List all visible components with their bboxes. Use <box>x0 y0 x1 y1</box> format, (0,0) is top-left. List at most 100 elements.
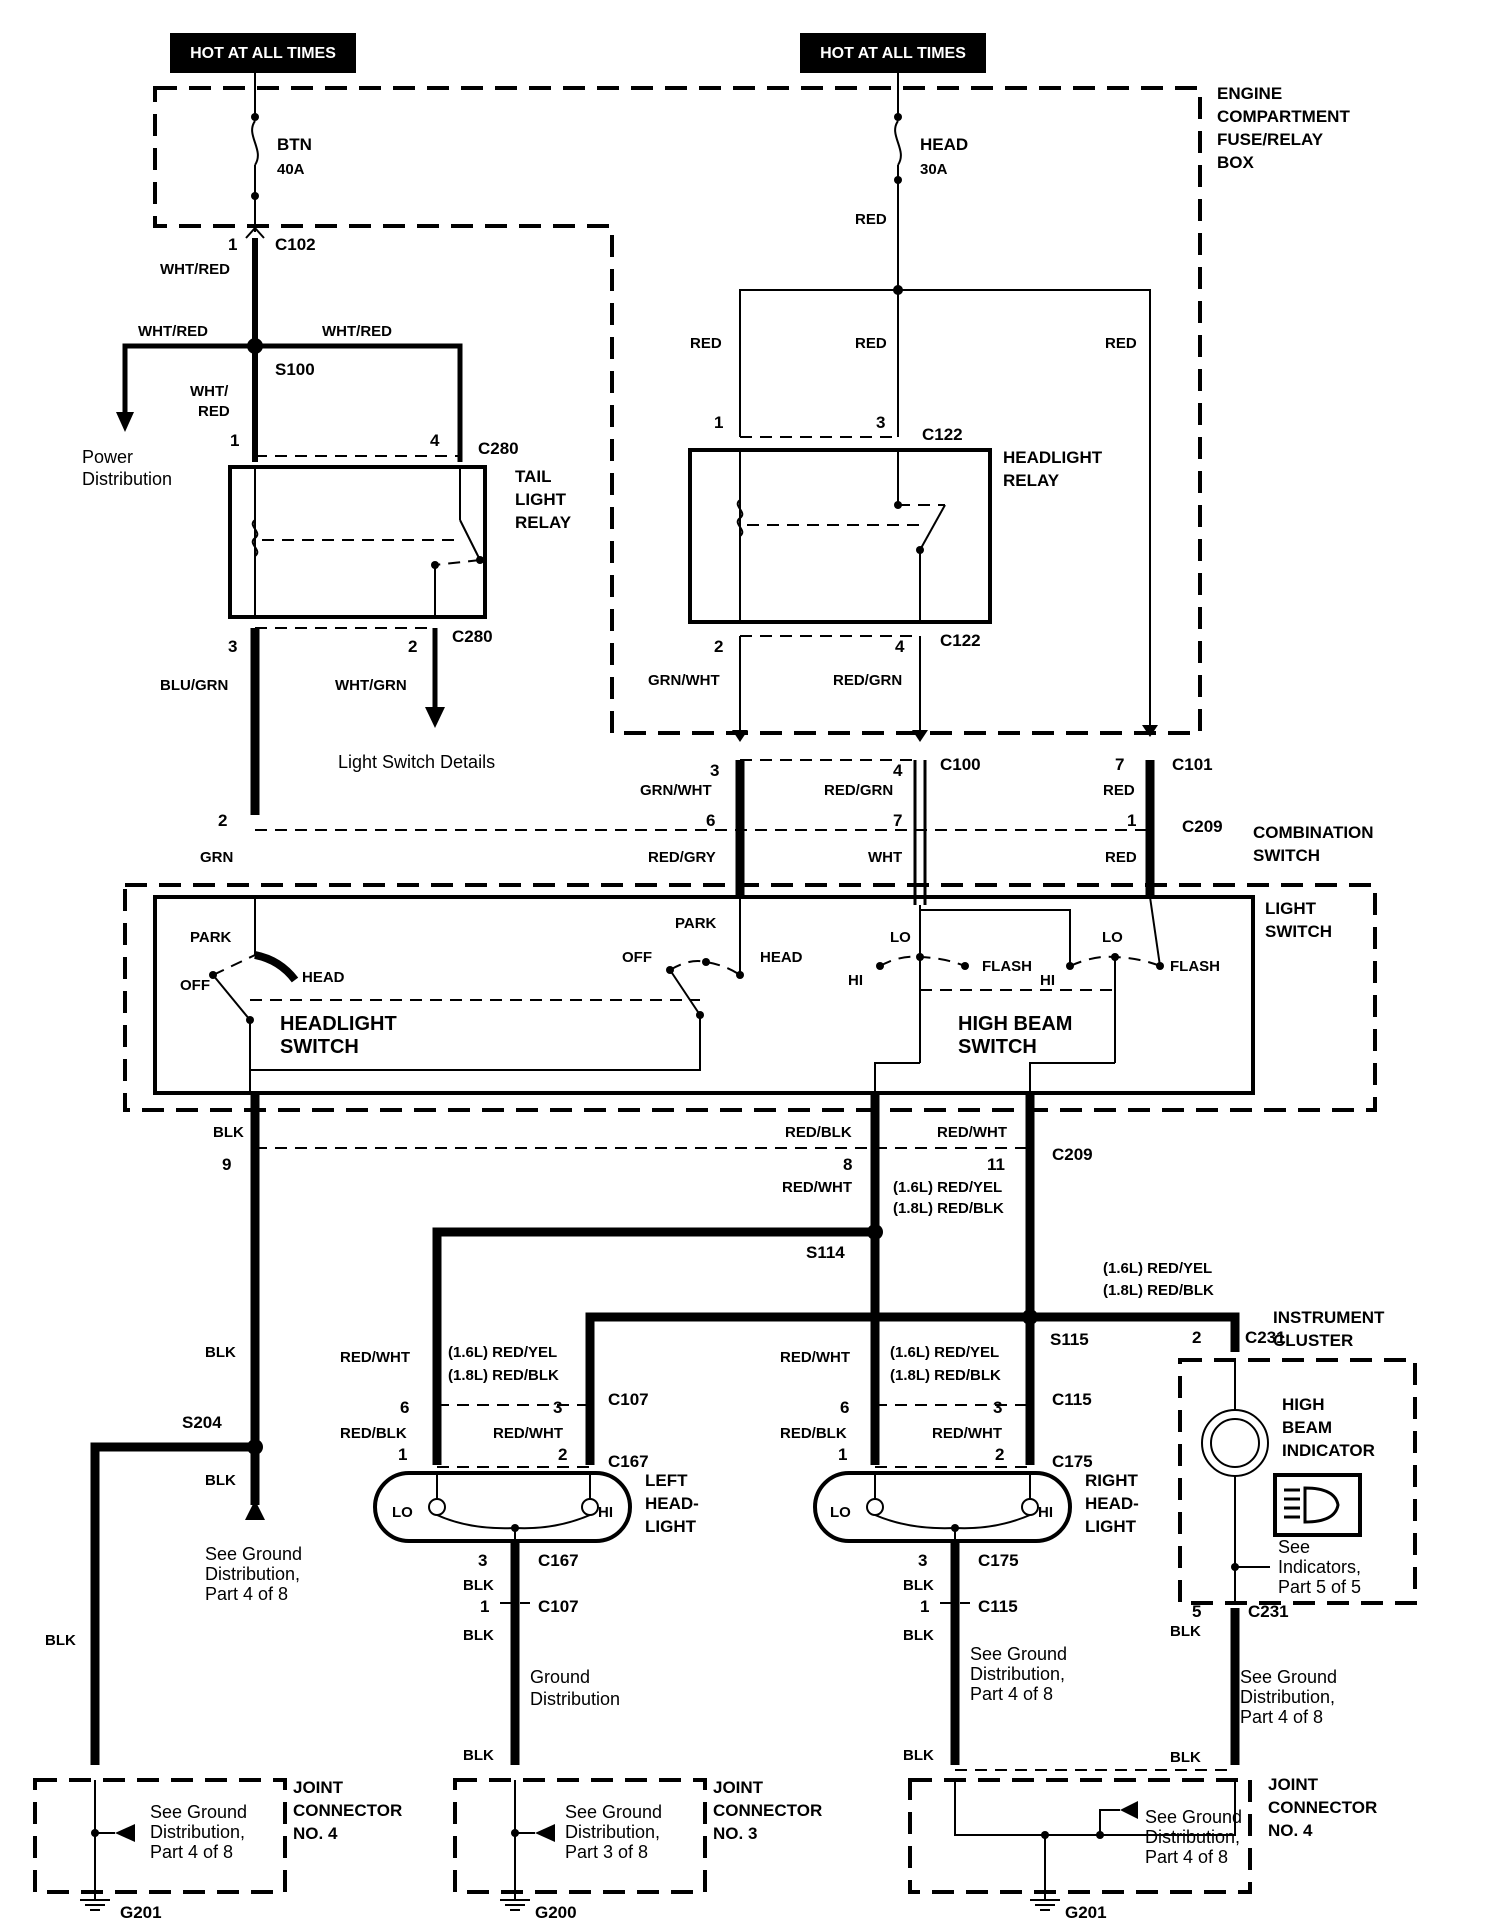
svg-text:WHT/RED: WHT/RED <box>138 323 208 340</box>
svg-text:11: 11 <box>987 1155 1005 1174</box>
svg-text:LIGHT: LIGHT <box>515 490 567 509</box>
svg-text:C231: C231 <box>1248 1602 1289 1621</box>
svg-text:S115: S115 <box>1050 1330 1089 1349</box>
svg-text:2: 2 <box>408 637 417 656</box>
svg-text:Part 4 of 8: Part 4 of 8 <box>1145 1847 1228 1867</box>
svg-text:RED: RED <box>855 335 887 352</box>
svg-text:HEADLIGHT: HEADLIGHT <box>280 1013 397 1035</box>
svg-text:RIGHT: RIGHT <box>1085 1471 1139 1490</box>
svg-text:(1.6L) RED/YEL: (1.6L) RED/YEL <box>893 1179 1002 1196</box>
svg-text:C107: C107 <box>538 1597 579 1616</box>
svg-text:HIGH: HIGH <box>1282 1395 1325 1414</box>
ground-g200: G200 <box>500 1899 577 1918</box>
svg-text:G200: G200 <box>535 1903 577 1918</box>
svg-text:WHT/RED: WHT/RED <box>322 323 392 340</box>
svg-text:FUSE/RELAY: FUSE/RELAY <box>1217 130 1324 149</box>
svg-text:C209: C209 <box>1052 1145 1093 1164</box>
svg-text:WHT/: WHT/ <box>190 383 229 400</box>
svg-text:Part 4 of 8: Part 4 of 8 <box>1240 1707 1323 1727</box>
svg-text:BLK: BLK <box>903 1577 934 1594</box>
svg-text:Distribution: Distribution <box>530 1689 620 1709</box>
connector-c102: 1 C102 <box>228 226 316 254</box>
svg-text:2: 2 <box>714 637 723 656</box>
svg-text:BEAM: BEAM <box>1282 1418 1332 1437</box>
svg-text:RED: RED <box>1105 849 1137 866</box>
svg-text:Part 4 of 8: Part 4 of 8 <box>205 1584 288 1604</box>
svg-text:HEAD-: HEAD- <box>645 1494 699 1513</box>
svg-text:6: 6 <box>840 1398 849 1417</box>
svg-text:Power: Power <box>82 447 133 467</box>
svg-text:BLK: BLK <box>1170 1623 1201 1640</box>
svg-text:Ground: Ground <box>530 1667 590 1687</box>
tail-light-relay: TAIL LIGHT RELAY <box>228 465 572 619</box>
svg-text:LO: LO <box>830 1504 851 1521</box>
joint-connector-no3: See Ground Distribution, Part 3 of 8 JOI… <box>453 1778 822 1900</box>
svg-text:See: See <box>1278 1537 1310 1557</box>
connector-c122-top: 1 3 C122 <box>714 413 963 444</box>
svg-text:LIGHT: LIGHT <box>645 1517 697 1536</box>
svg-text:RED/GRY: RED/GRY <box>648 849 716 866</box>
svg-text:HEAD-: HEAD- <box>1085 1494 1139 1513</box>
instrument-cluster-box <box>1178 1358 1417 1605</box>
svg-text:C101: C101 <box>1172 755 1213 774</box>
svg-text:COMPARTMENT: COMPARTMENT <box>1217 107 1350 126</box>
svg-text:6: 6 <box>706 811 715 830</box>
headlight-symbol-icon <box>1284 1486 1340 1524</box>
svg-text:(1.6L) RED/YEL: (1.6L) RED/YEL <box>448 1344 557 1361</box>
svg-text:BLU/GRN: BLU/GRN <box>160 677 228 694</box>
svg-text:C175: C175 <box>1052 1452 1093 1471</box>
svg-text:WHT/RED: WHT/RED <box>160 261 230 278</box>
joint-connector-no4-right: See Ground Distribution, Part 4 of 8 JOI… <box>908 1775 1377 1900</box>
svg-text:JOINT: JOINT <box>713 1778 764 1797</box>
svg-text:C100: C100 <box>940 755 981 774</box>
connector-c209-top: 2 6 7 1 C209 <box>218 811 1223 836</box>
svg-text:9: 9 <box>222 1155 231 1174</box>
joint-connector-no4-left: See Ground Distribution, Part 4 of 8 JOI… <box>33 1778 402 1900</box>
connector-c175-lower: 3 C175 BLK 1 C115 BLK <box>903 1551 1019 1644</box>
left-headlight: LO HI LEFT HEAD- LIGHT <box>373 1471 699 1543</box>
svg-text:JOINT: JOINT <box>1268 1775 1319 1794</box>
connector-c209-bottom: BLK RED/BLK RED/WHT 9 8 11 C209 <box>213 1124 1093 1174</box>
svg-text:3: 3 <box>553 1398 562 1417</box>
see-ground-distribution-right: See Ground Distribution, Part 4 of 8 <box>970 1644 1067 1704</box>
see-ground-distribution-cluster: See Ground Distribution, Part 4 of 8 <box>1240 1667 1337 1727</box>
connector-c100: 3 4 C100 <box>710 755 981 780</box>
svg-text:(1.8L) RED/BLK: (1.8L) RED/BLK <box>448 1367 559 1384</box>
svg-text:C167: C167 <box>538 1551 579 1570</box>
svg-text:BLK: BLK <box>205 1472 236 1489</box>
svg-text:LEFT: LEFT <box>645 1471 688 1490</box>
svg-text:C115: C115 <box>978 1597 1018 1616</box>
svg-text:GRN/WHT: GRN/WHT <box>648 672 720 689</box>
connector-c231-bottom: 5 C231 BLK <box>1170 1602 1289 1640</box>
svg-text:1: 1 <box>228 235 237 254</box>
combination-switch-outline <box>123 883 1377 1112</box>
ground-arrow-left <box>245 1500 265 1520</box>
fuse-relay-box-label: ENGINE COMPARTMENT FUSE/RELAY BOX <box>1217 84 1350 172</box>
arrow-power-distribution <box>116 412 134 432</box>
svg-text:1: 1 <box>398 1445 407 1464</box>
svg-text:1: 1 <box>480 1597 489 1616</box>
instrument-cluster-label: INSTRUMENT CLUSTER <box>1273 1308 1385 1350</box>
svg-text:SWITCH: SWITCH <box>1265 922 1332 941</box>
svg-text:RED: RED <box>855 211 887 228</box>
fuse-relay-box-outline <box>153 86 1202 735</box>
high-beam-indicator: HIGH BEAM INDICATOR <box>1201 1360 1375 1603</box>
svg-text:LO: LO <box>1102 929 1123 946</box>
svg-text:1: 1 <box>838 1445 847 1464</box>
svg-text:Indicators,: Indicators, <box>1278 1557 1361 1577</box>
svg-text:HIGH BEAM: HIGH BEAM <box>958 1013 1072 1035</box>
connector-c167-upper: 1 2 C167 <box>398 1445 649 1471</box>
combination-switch-label: COMBINATION SWITCH <box>1253 823 1374 865</box>
svg-text:RELAY: RELAY <box>515 513 572 532</box>
svg-text:BLK: BLK <box>45 1632 76 1649</box>
svg-text:Part 3 of 8: Part 3 of 8 <box>565 1842 648 1862</box>
svg-text:HI: HI <box>848 972 863 989</box>
svg-text:RED/BLK: RED/BLK <box>780 1425 847 1442</box>
svg-text:Part 4 of 8: Part 4 of 8 <box>150 1842 233 1862</box>
svg-text:(1.6L) RED/YEL: (1.6L) RED/YEL <box>1103 1260 1212 1277</box>
svg-text:RED: RED <box>690 335 722 352</box>
fuse-head: HEAD 30A RED <box>855 73 968 290</box>
svg-text:5: 5 <box>1192 1602 1201 1621</box>
svg-text:LO: LO <box>890 929 911 946</box>
svg-text:RED/BLK: RED/BLK <box>785 1124 852 1141</box>
